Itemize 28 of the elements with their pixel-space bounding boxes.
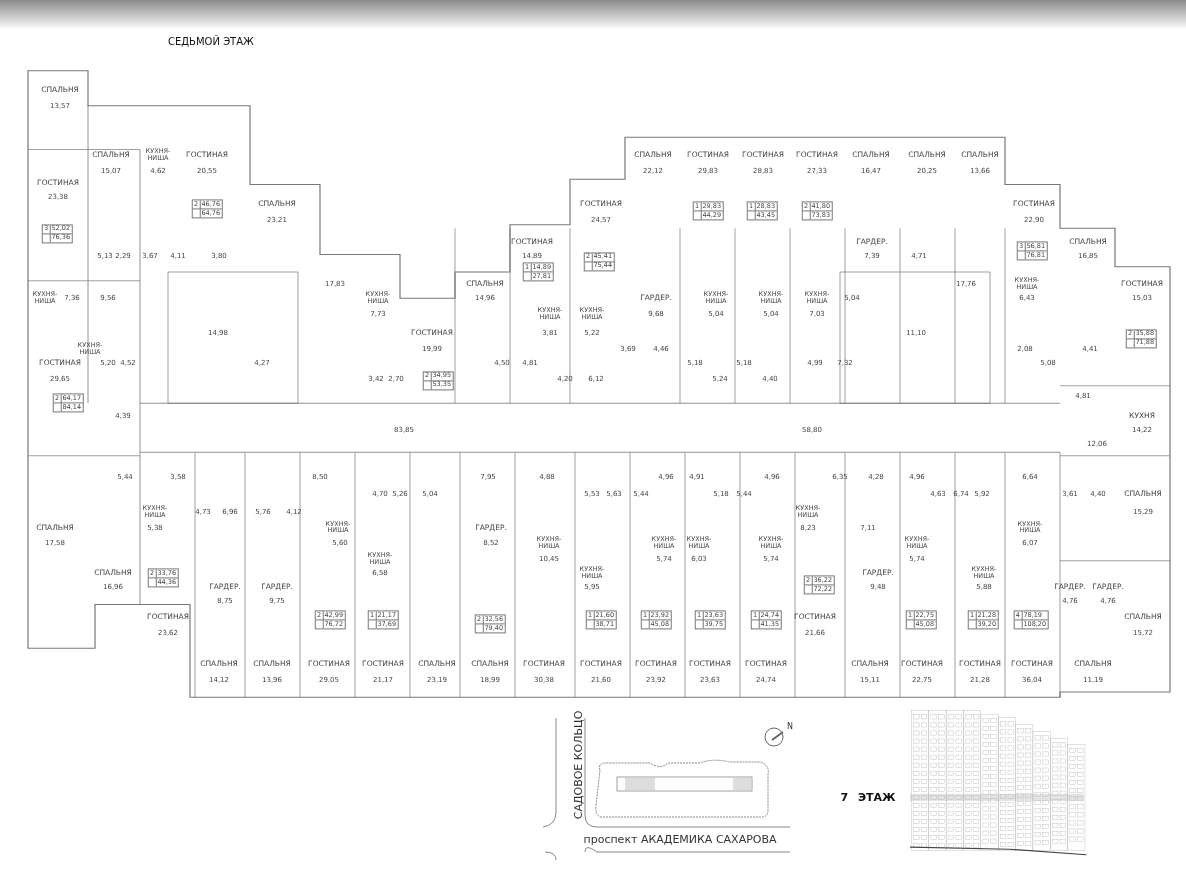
apartment-badge — [583, 251, 615, 272]
apartment-badge — [422, 370, 454, 391]
apartment-badge — [191, 199, 223, 219]
floor-marker: 7 ЭТАЖ — [840, 791, 896, 803]
north-label: N — [787, 723, 793, 731]
floor-title: СЕДЬМОЙ ЭТАЖ — [168, 36, 254, 47]
apartment-badge — [41, 223, 73, 244]
apartment-badge — [367, 610, 399, 630]
apartment-badge — [1016, 241, 1048, 261]
street-name: САДОВОЕ КОЛЬЦО — [572, 710, 584, 820]
apartment-badge — [147, 568, 179, 588]
apartment-badge — [474, 614, 506, 634]
apartment-badge — [314, 610, 346, 630]
apartment-badge — [694, 610, 726, 630]
apartment-badge — [750, 610, 782, 630]
apartment-badge — [746, 201, 778, 221]
apartment-badge — [905, 610, 937, 630]
apartment-badge — [585, 610, 617, 630]
apartment-badge — [1013, 610, 1049, 630]
apartment-badge — [640, 610, 672, 630]
apartment-badge — [967, 610, 999, 630]
street-name: проспект АКАДЕМИКА САХАРОВА — [583, 833, 777, 845]
apartment-badge — [52, 393, 84, 413]
apartment-badge — [522, 262, 554, 282]
apartment-badge — [803, 575, 835, 595]
apartment-badge — [692, 201, 724, 221]
apartment-badge — [1125, 328, 1157, 349]
apartment-badge — [801, 201, 833, 221]
